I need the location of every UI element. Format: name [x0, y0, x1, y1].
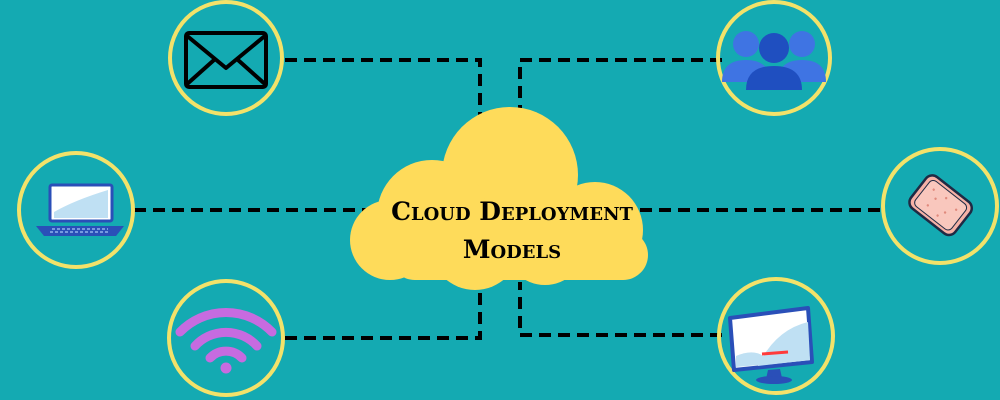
cloud-shape — [350, 107, 648, 290]
diagram-title-line2: Models — [463, 235, 561, 264]
node-phone — [881, 147, 999, 265]
node-email — [168, 0, 284, 116]
node-users — [716, 0, 832, 116]
connector-monitor — [518, 282, 722, 337]
node-laptop — [17, 151, 135, 269]
node-wifi — [167, 279, 285, 397]
connector-wifi — [285, 282, 482, 340]
connectors — [134, 58, 884, 340]
wifi-icon — [175, 308, 277, 363]
connector-email — [285, 58, 482, 140]
node-monitor — [717, 277, 835, 395]
users-icon — [722, 31, 826, 90]
smartphone-icon — [908, 174, 974, 237]
monitor-icon — [728, 306, 814, 384]
wifi-dot — [220, 362, 232, 374]
envelope-icon — [184, 31, 268, 89]
diagram-title-line1: Cloud Deployment — [391, 197, 633, 226]
laptop-icon — [36, 183, 124, 236]
